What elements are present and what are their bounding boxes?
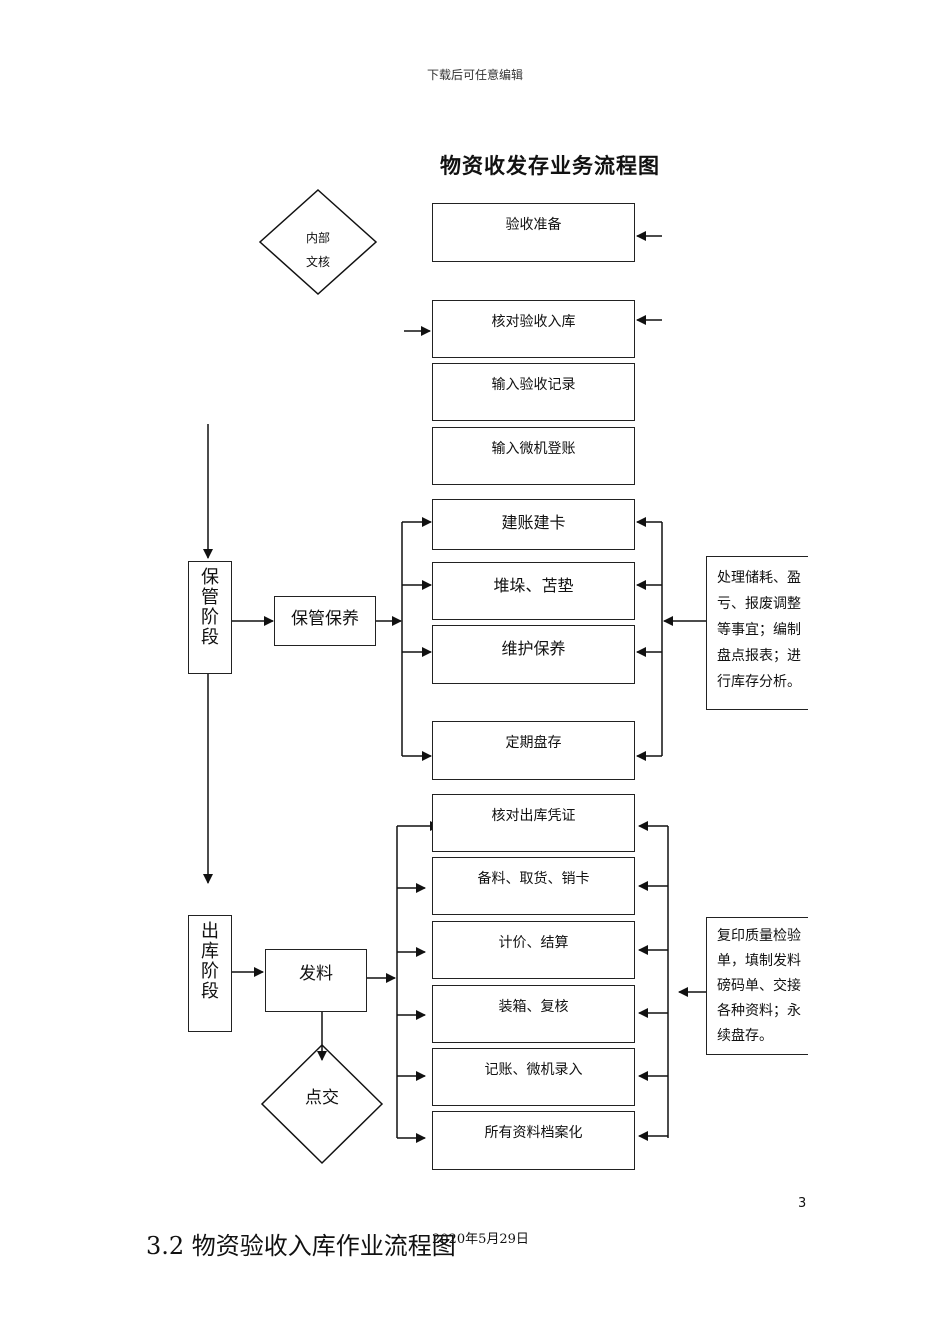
step-build-ledger: 建账建卡: [432, 499, 635, 550]
step-label: 所有资料档案化: [484, 1125, 583, 1141]
step-label: 建账建卡: [501, 513, 566, 532]
stage-storage: 保 管 阶 段: [188, 561, 232, 674]
step-label: 装箱、复核: [498, 999, 569, 1015]
step-label: 计价、结算: [498, 935, 569, 951]
note-issue: 复印质量检验 单，填制发料 磅码单、交接 各种资料；永 续盘存。: [706, 917, 808, 1055]
step-prepare-pick: 备料、取货、销卡: [432, 857, 635, 915]
footer-date: 2020年5月29日: [432, 1232, 529, 1247]
note-line: 续盘存。: [717, 1028, 773, 1044]
process-maintenance: 保管保养: [274, 596, 376, 646]
step-label: 输入验收记录: [491, 377, 576, 393]
note-line: 各种资料；永: [717, 1003, 801, 1019]
step-bookkeeping: 记账、微机录入: [432, 1048, 635, 1106]
note-line: 复印质量检验: [717, 928, 801, 944]
step-pricing: 计价、结算: [432, 921, 635, 979]
step-acceptance-prep: 验收准备: [432, 203, 635, 262]
page-header: 下载后可任意编辑: [426, 68, 523, 82]
note-line: 盘点报表；进: [717, 648, 801, 664]
step-label: 堆垛、苫垫: [493, 576, 574, 595]
step-check-voucher: 核对出库凭证: [432, 794, 635, 852]
step-archiving: 所有资料档案化: [432, 1111, 635, 1170]
diagram-title: 物资收发存业务流程图: [440, 154, 660, 178]
stage-char: 阶: [201, 961, 219, 982]
note-line: 单，填制发料: [717, 953, 801, 969]
note-line: 等事宜；编制: [717, 622, 801, 638]
note-line: 处理储耗、盈: [717, 570, 801, 586]
diamond-internal-line1: 内部: [305, 231, 330, 245]
step-label: 定期盘存: [505, 735, 562, 751]
step-computer-ledger: 输入微机登账: [432, 427, 635, 485]
step-label: 记账、微机录入: [484, 1062, 583, 1078]
stage-char: 段: [201, 627, 219, 648]
stage-issue: 出 库 阶 段: [188, 915, 232, 1032]
page-number: 3: [798, 1196, 807, 1211]
stage-char: 保: [201, 567, 219, 588]
note-line: 亏、报废调整: [717, 596, 801, 612]
step-label: 核对验收入库: [491, 314, 576, 330]
note-line: 磅码单、交接: [717, 978, 801, 994]
step-label: 输入微机登账: [491, 441, 576, 457]
stage-char: 管: [201, 587, 219, 608]
note-line: 行库存分析。: [717, 674, 801, 690]
step-input-records: 输入验收记录: [432, 363, 635, 421]
step-upkeep: 维护保养: [432, 625, 635, 684]
step-check-inbound: 核对验收入库: [432, 300, 635, 358]
step-label: 核对出库凭证: [491, 808, 576, 824]
stage-char: 出: [201, 921, 219, 942]
diamond-internal-line2: 文核: [305, 255, 330, 269]
note-storage: 处理储耗、盈 亏、报废调整 等事宜；编制 盘点报表；进 行库存分析。: [706, 556, 808, 710]
diamond-internal: [258, 188, 378, 296]
step-label: 维护保养: [501, 639, 566, 658]
step-stacking: 堆垛、苫垫: [432, 562, 635, 620]
step-label: 验收准备: [505, 217, 562, 233]
step-packing: 装箱、复核: [432, 985, 635, 1043]
stage-char: 段: [201, 981, 219, 1002]
section-heading: 3.2 物资验收入库作业流程图: [146, 1232, 456, 1260]
diamond-handover-label: 点交: [305, 1088, 339, 1108]
stage-char: 阶: [201, 607, 219, 628]
diamond-internal-label: 内部 文核: [288, 226, 348, 274]
diamond-handover: [260, 1043, 384, 1165]
step-label: 备料、取货、销卡: [477, 871, 590, 887]
step-periodic-inventory: 定期盘存: [432, 721, 635, 780]
process-issue-material: 发料: [265, 949, 367, 1012]
stage-char: 库: [201, 941, 219, 962]
